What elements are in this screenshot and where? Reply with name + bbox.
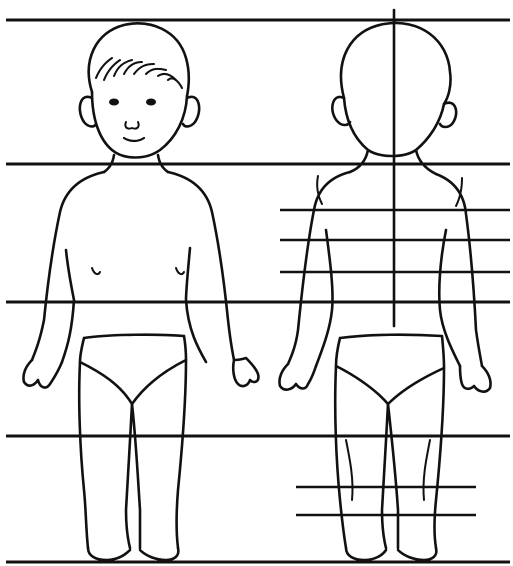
front-left-eye	[109, 99, 119, 106]
front-right-eye	[146, 99, 156, 106]
front-torso-right	[168, 172, 234, 360]
front-nose	[125, 122, 138, 129]
front-right-foot	[140, 548, 178, 560]
front-right-leg	[177, 360, 187, 548]
front-right-hand	[233, 358, 258, 386]
back-right-foot	[398, 548, 436, 560]
back-left-hand	[279, 364, 316, 390]
front-armpit-right	[176, 268, 184, 274]
back-underwear	[336, 335, 444, 404]
back-left-foot	[346, 548, 386, 560]
back-right-leg	[435, 368, 445, 548]
back-calf-left	[346, 440, 353, 500]
front-hair-fringe	[96, 58, 182, 88]
child-front-view	[23, 23, 258, 560]
front-right-side	[186, 248, 206, 362]
front-underwear	[80, 335, 186, 404]
front-inner-left-leg	[126, 404, 132, 548]
front-inner-right-leg	[132, 404, 140, 548]
front-left-leg	[79, 362, 88, 548]
back-inner-left-leg	[382, 404, 388, 548]
back-right-hand	[460, 366, 491, 392]
front-left-hand	[23, 360, 62, 387]
front-head-outline	[89, 23, 189, 96]
front-left-side	[62, 250, 74, 362]
front-left-foot	[88, 548, 130, 560]
back-left-outer	[288, 172, 350, 364]
back-calf-right	[423, 440, 430, 500]
child-back-view	[279, 23, 490, 560]
front-armpit-left	[92, 268, 100, 274]
back-head	[341, 23, 450, 156]
back-left-leg	[335, 366, 346, 548]
front-mouth	[124, 138, 144, 141]
back-inner-right-leg	[388, 404, 398, 548]
back-left-side	[316, 230, 333, 366]
